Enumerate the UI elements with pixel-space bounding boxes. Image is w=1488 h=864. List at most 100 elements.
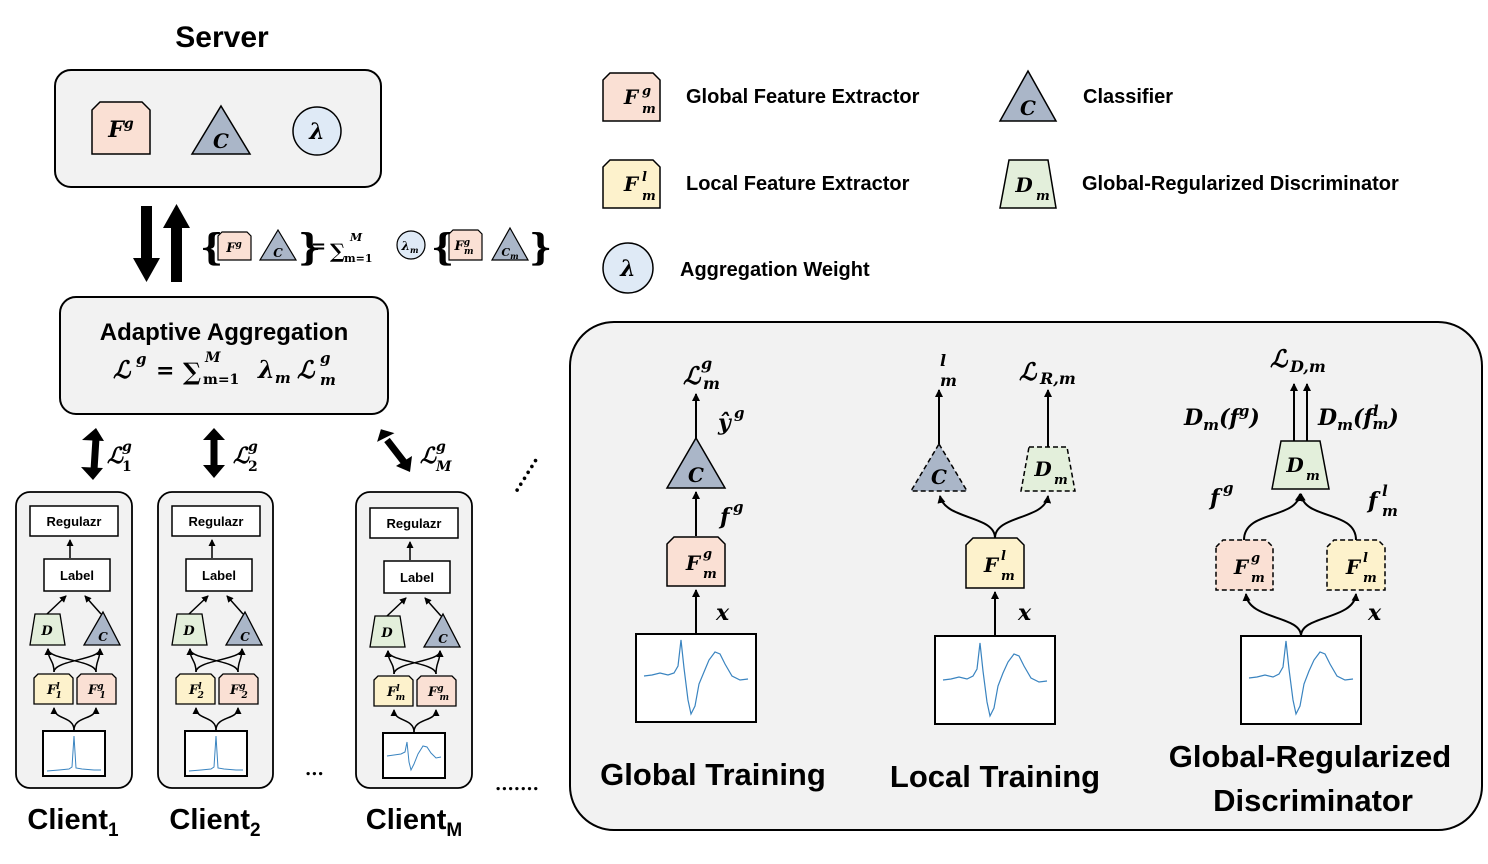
svg-text:g: g	[1251, 551, 1260, 566]
client-discriminator: D	[369, 615, 406, 648]
download-arrow	[133, 206, 160, 282]
clients-trailing-ellipsis: .......	[495, 774, 539, 795]
svg-text:=: =	[311, 236, 326, 257]
svg-text:M: M	[349, 231, 363, 244]
svg-text:m: m	[642, 189, 656, 204]
svg-text:g: g	[436, 439, 446, 455]
svg-text:F: F	[623, 172, 640, 196]
discriminator-title-line1: Global-Regularized	[1169, 739, 1451, 774]
svg-text:m: m	[1306, 469, 1320, 484]
client-classifier: C	[82, 610, 122, 646]
global-loss-label: ℒ	[683, 361, 702, 390]
clients-ellipsis: ...	[305, 759, 324, 780]
legend: F g m Global Feature Extractor C Classif…	[602, 69, 1399, 294]
local-training-title: Local Training	[890, 759, 1100, 794]
svg-text:g: g	[136, 350, 147, 368]
svg-text:Fg: Fg	[225, 240, 242, 256]
client-arrow	[46, 595, 67, 615]
global-training-subpanel: ℒ g m ŷ g C f g F g m x Global Training	[600, 354, 826, 792]
svg-text:}: }	[298, 227, 321, 269]
client-1-loss-arrow: ℒ g 1	[81, 428, 132, 480]
discriminator-input-signal	[1240, 635, 1362, 725]
aggregation-title: Adaptive Aggregation	[100, 319, 348, 346]
client-classifier-label: C	[98, 630, 108, 644]
svg-text:l: l	[1382, 482, 1388, 500]
svg-text:ℒ: ℒ	[107, 443, 124, 469]
svg-text:m: m	[703, 374, 720, 393]
aggregation-equation: ℒ g = ∑ M m=1 λm ℒ g m	[113, 349, 336, 389]
legend-aggregation-weight-label: Aggregation Weight	[680, 259, 870, 281]
local-input-signal	[934, 635, 1056, 725]
discriminator-local-extractor: F l m	[1326, 539, 1386, 591]
svg-text:C: C	[1020, 96, 1036, 120]
client-discriminator-label: D	[380, 626, 393, 641]
client-discriminator: D	[171, 613, 208, 646]
server-title: Server	[175, 21, 269, 54]
client-regularizer-label: Regulazr	[387, 516, 442, 531]
svg-text:m: m	[1036, 189, 1050, 204]
client-arrow	[192, 707, 217, 731]
client-input-signal	[382, 732, 446, 779]
svg-text:λ: λ	[619, 256, 635, 282]
svg-text:ℒ: ℒ	[420, 443, 437, 469]
upload-arrow	[163, 204, 190, 282]
regularization-loss-label: ℒ	[1019, 357, 1038, 386]
svg-text:C: C	[273, 246, 283, 260]
local-training-subpanel: l m ℒ R,m C D m F l m x Local Training	[890, 351, 1100, 794]
client-arrow	[435, 650, 444, 675]
discriminator-loss-label: ℒ	[1270, 344, 1289, 373]
svg-text:ℒ: ℒ	[297, 355, 316, 384]
client-regularizer: Regulazr	[369, 507, 459, 539]
client-label-box: Label	[43, 558, 111, 592]
svg-text:F: F	[1345, 555, 1362, 579]
svg-text:m: m	[703, 567, 717, 582]
svg-text:g: g	[733, 498, 744, 516]
regularized-discriminator: D m	[1271, 440, 1330, 490]
client-input-signal	[42, 730, 106, 777]
svg-text:D: D	[1033, 457, 1052, 481]
client-2-label: Client2	[169, 804, 260, 841]
svg-text:F: F	[1233, 555, 1250, 579]
client-discriminator-label: D	[182, 624, 195, 639]
svg-text:λ: λ	[308, 119, 324, 145]
global-training-title: Global Training	[600, 757, 826, 792]
discriminator-global-feature: f	[1208, 485, 1223, 511]
svg-text:D: D	[1285, 453, 1304, 477]
svg-text:D: D	[1014, 173, 1033, 197]
client-arrow	[84, 595, 102, 615]
server-aggregation-weight: λ	[292, 106, 342, 156]
client-label-text: Label	[60, 568, 94, 583]
legend-local-extractor: F l m Local Feature Extractor	[602, 159, 910, 209]
client-classifier-label: C	[438, 632, 448, 646]
svg-text:=: =	[156, 358, 174, 384]
svg-text:F: F	[685, 551, 702, 575]
server-classifier: C	[190, 104, 252, 155]
client-arrow	[50, 707, 75, 731]
client-regularizer: Regulazr	[29, 505, 119, 537]
client-arrow	[44, 648, 97, 673]
client-input-signal	[184, 730, 248, 777]
legend-discriminator: D m Global-Regularized Discriminator	[999, 159, 1399, 209]
svg-text:m: m	[320, 371, 336, 389]
client-classifier: C	[224, 610, 264, 646]
svg-text:g: g	[642, 84, 651, 99]
client-arrow	[390, 709, 415, 733]
discriminator-title-line2: Discriminator	[1213, 783, 1413, 818]
client-2-loss-arrow: ℒ g 2	[203, 428, 258, 478]
svg-text:C: C	[688, 463, 704, 487]
svg-text:∑: ∑	[330, 239, 345, 263]
svg-text:Fgm: Fgm	[453, 238, 473, 257]
loss-ellipsis: ......	[500, 448, 542, 496]
